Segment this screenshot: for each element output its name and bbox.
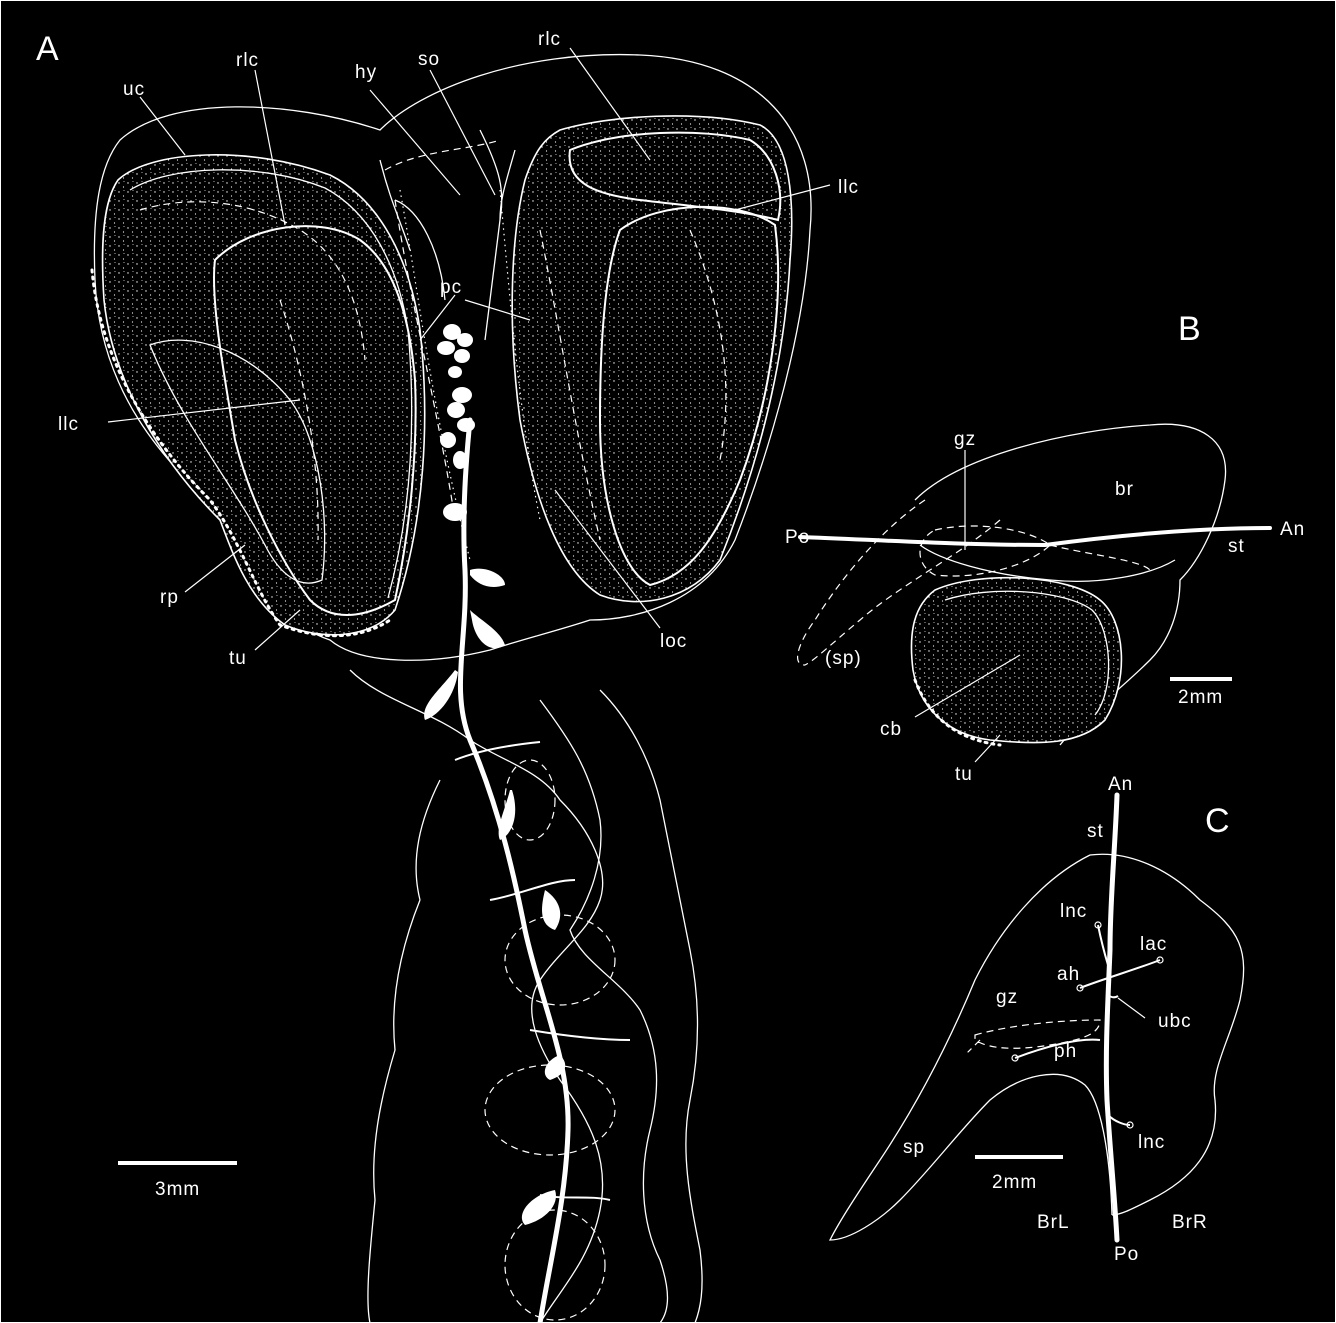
panel-a-letter: A (36, 30, 59, 68)
label-pc: pc (440, 277, 462, 298)
label-rlc-left: rlc (236, 50, 259, 71)
b-label-st: st (1228, 536, 1245, 557)
label-llc-left: llc (58, 414, 79, 435)
c-label-an: An (1108, 774, 1133, 795)
panel-c-letter: C (1205, 802, 1230, 840)
scale-bar-b-label: 2mm (1178, 687, 1223, 708)
label-llc-right: llc (838, 177, 859, 198)
c-label-lnc-bottom: lnc (1138, 1132, 1165, 1153)
c-label-brr: BrR (1172, 1212, 1208, 1233)
c-label-brl: BrL (1037, 1212, 1070, 1233)
b-label-gz: gz (954, 429, 976, 450)
c-label-ph: ph (1054, 1041, 1077, 1062)
c-label-lnc-top: lnc (1060, 901, 1087, 922)
b-label-sp: (sp) (825, 648, 862, 669)
c-label-sp: sp (903, 1137, 925, 1158)
panel-b-letter: B (1178, 310, 1201, 348)
b-label-br: br (1115, 479, 1134, 500)
scale-bar-a-label: 3mm (155, 1179, 200, 1200)
label-uc: uc (123, 79, 145, 100)
label-rp: rp (160, 587, 179, 608)
c-label-lac: lac (1140, 934, 1167, 955)
label-loc: loc (660, 631, 687, 652)
label-hy: hy (355, 62, 377, 83)
scale-bar-c-label: 2mm (992, 1172, 1037, 1193)
c-label-gz: gz (996, 987, 1018, 1008)
b-label-tu: tu (955, 764, 973, 785)
b-label-po: Po (785, 527, 810, 548)
label-so: so (418, 49, 440, 70)
b-label-cb: cb (880, 719, 902, 740)
label-tu-a: tu (229, 648, 247, 669)
b-label-an: An (1280, 519, 1305, 540)
label-rlc-right: rlc (538, 29, 561, 50)
c-label-st: st (1087, 821, 1104, 842)
c-label-ubc: ubc (1158, 1011, 1192, 1032)
c-label-ah: ah (1057, 964, 1080, 985)
c-label-po: Po (1114, 1244, 1139, 1265)
b-cb-lobe (911, 578, 1121, 743)
